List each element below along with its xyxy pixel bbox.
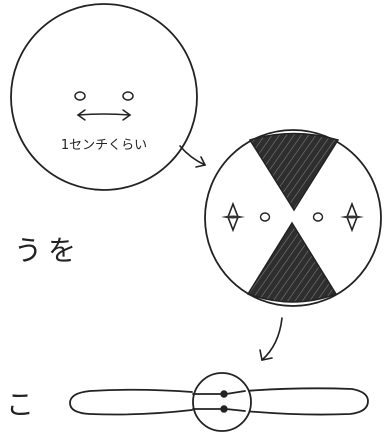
hole-right	[123, 92, 133, 100]
hole-left	[75, 92, 85, 100]
button-blank-circle	[11, 4, 197, 190]
toy-disc	[193, 373, 251, 431]
string-loop-right	[245, 388, 368, 414]
string-loop-left	[70, 390, 192, 415]
painted-disc-diagram	[205, 130, 381, 306]
distance-note: 1センチくらい	[61, 138, 147, 153]
down-curved-arrow-icon	[260, 318, 282, 360]
toy-hole-top	[221, 391, 227, 397]
toy-hole-bottom	[221, 406, 227, 412]
left-text-uwo: うを	[14, 234, 82, 267]
measurement-arrow-icon	[78, 110, 130, 120]
curved-arrow-icon	[180, 146, 205, 167]
left-text-ko: こ	[6, 388, 34, 421]
spinning-toy-diagram	[70, 373, 368, 431]
button-blank-diagram: 1センチくらい	[11, 4, 197, 190]
